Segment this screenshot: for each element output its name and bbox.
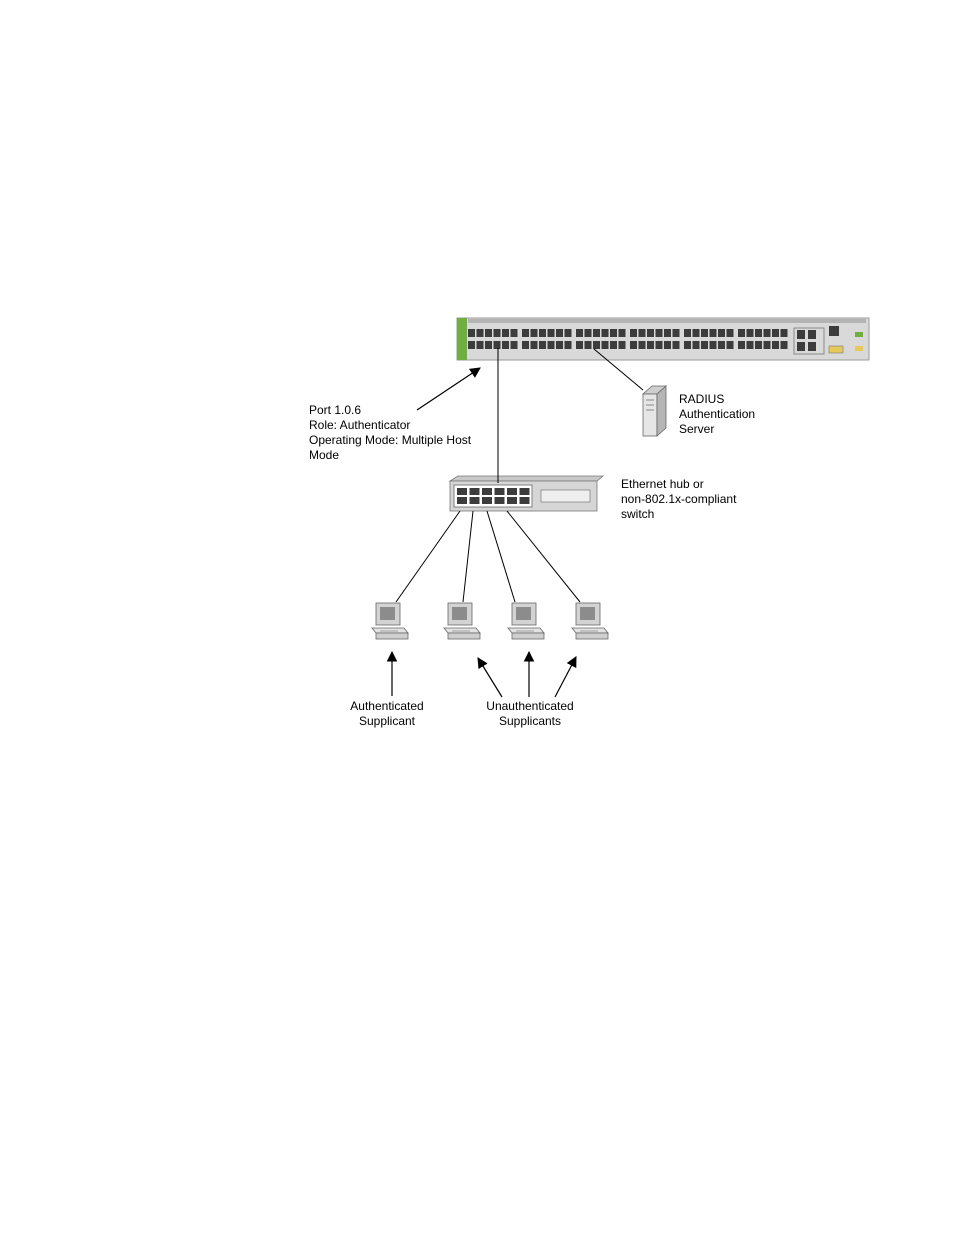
computer-icon (572, 603, 608, 639)
port-label: Port 1.0.6 Role: Authenticator Operating… (309, 403, 471, 463)
port-label-line2: Role: Authenticator (309, 418, 471, 433)
radius-label-line2: Authentication (679, 407, 755, 422)
port-label-line4: Mode (309, 448, 471, 463)
hub-label-line3: switch (621, 507, 736, 522)
hub-cable-3 (487, 511, 515, 602)
computer-icon (444, 603, 480, 639)
unauth-label-line2: Supplicants (474, 714, 586, 729)
hub-label-line1: Ethernet hub or (621, 477, 736, 492)
server-icon (643, 386, 666, 436)
radius-label-line1: RADIUS (679, 392, 755, 407)
port-label-line1: Port 1.0.6 (309, 403, 471, 418)
auth-label-line1: Authenticated (337, 699, 437, 714)
unauth-label-line1: Unauthenticated (474, 699, 586, 714)
radius-label-line3: Server (679, 422, 755, 437)
hub-cable-2 (463, 511, 473, 602)
auth-label-line2: Supplicant (337, 714, 437, 729)
radius-label: RADIUS Authentication Server (679, 392, 755, 437)
hub-label-line2: non-802.1x-compliant (621, 492, 736, 507)
unauth-arrow-1 (478, 658, 502, 697)
unauth-label: Unauthenticated Supplicants (474, 699, 586, 729)
computer-icon (372, 603, 408, 639)
hub-cable-4 (507, 511, 580, 602)
hub-icon (450, 476, 603, 511)
auth-label: Authenticated Supplicant (337, 699, 437, 729)
hub-label: Ethernet hub or non-802.1x-compliant swi… (621, 477, 736, 522)
unauth-arrow-3 (555, 657, 576, 697)
computer-icon (508, 603, 544, 639)
hub-cable-1 (396, 511, 460, 602)
port-label-line3: Operating Mode: Multiple Host (309, 433, 471, 448)
network-switch-icon (457, 318, 869, 360)
